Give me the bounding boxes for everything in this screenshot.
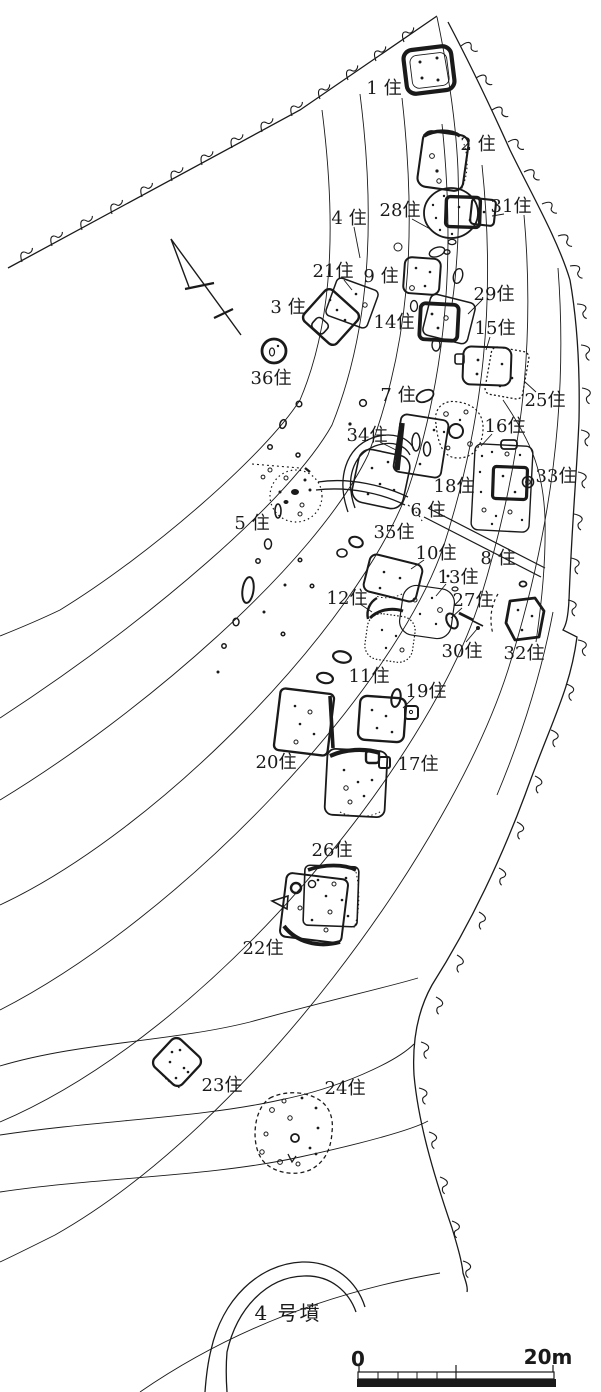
label-dwelling-21: 21住 <box>313 261 354 282</box>
dwelling-12 <box>364 596 416 663</box>
label-dwelling-16: 16住 <box>485 416 526 437</box>
scale-zero-label: 0 <box>351 1347 365 1371</box>
label-dwelling-11: 11住 <box>349 666 390 687</box>
dwelling-22 <box>269 872 349 947</box>
label-dwelling-18: 18住 <box>434 476 475 497</box>
dwelling-26 <box>302 863 360 929</box>
dwelling-27 <box>445 574 474 630</box>
dwelling-30 <box>472 620 484 630</box>
dwelling-19 <box>356 688 419 744</box>
label-leader-lines <box>343 213 537 709</box>
dwelling-20 <box>272 687 336 757</box>
label-tomb-mound-4: 4 号墳 <box>254 1301 321 1325</box>
label-dwelling-12: 12住 <box>327 588 368 609</box>
dwelling-33 <box>490 464 535 502</box>
dwelling-13 <box>398 584 456 640</box>
dwelling-7 <box>415 388 435 404</box>
label-dwelling-23: 23住 <box>202 1075 243 1096</box>
dwelling-21 <box>325 277 379 329</box>
dwelling-23 <box>151 1036 203 1089</box>
dwelling-3 <box>301 287 361 347</box>
dwelling-36 <box>260 337 288 365</box>
label-dwelling-28: 28住 <box>380 200 421 221</box>
dwelling-17 <box>323 747 391 819</box>
dwelling-9 <box>393 242 464 296</box>
label-dwelling-6: 6 住 <box>410 500 445 521</box>
dwelling-15 <box>454 345 513 387</box>
label-dwelling-7: 7 住 <box>380 385 415 406</box>
dwelling-34 <box>392 413 450 479</box>
dwelling-25 <box>484 346 530 400</box>
label-dwelling-2: 2 住 <box>460 134 495 155</box>
label-dwelling-8: 8 住 <box>480 548 515 569</box>
label-dwelling-33: 33住 <box>536 466 577 487</box>
label-dwelling-24: 24住 <box>325 1078 366 1099</box>
dwelling-2 <box>416 129 470 192</box>
label-dwelling-25: 25住 <box>525 390 566 411</box>
label-dwelling-22: 22住 <box>243 938 284 959</box>
dwelling-18 <box>470 439 534 533</box>
dwelling-32 <box>490 580 546 642</box>
label-dwelling-36: 36住 <box>251 368 292 389</box>
tomb-mound-4-arcs <box>204 1261 366 1392</box>
dwelling-24 <box>254 1092 334 1174</box>
label-dwelling-9: 9 住 <box>363 266 398 287</box>
right-slope-edge <box>412 21 580 1293</box>
contour-lines <box>0 16 562 1392</box>
dwelling-10 <box>362 553 424 603</box>
trench-5-to-6 <box>251 434 423 522</box>
label-dwelling-10: 10住 <box>416 543 457 564</box>
label-dwelling-17: 17住 <box>398 754 439 775</box>
dwelling-labels: 1 住 2 住 3 住 4 住 5 住 6 住 7 住 8 住 9 住 10住 … <box>202 78 577 1099</box>
dwelling-28 <box>423 187 479 239</box>
stone-scatter <box>216 398 368 674</box>
label-dwelling-3: 3 住 <box>270 297 305 318</box>
label-dwelling-14: 14住 <box>374 312 415 333</box>
label-dwelling-1: 1 住 <box>366 78 401 99</box>
dwelling-31 <box>443 194 497 255</box>
label-dwelling-32: 32住 <box>504 643 545 664</box>
label-dwelling-31: 31住 <box>491 196 532 217</box>
scale-bar <box>357 1365 556 1387</box>
label-dwelling-26: 26住 <box>312 840 353 861</box>
dwelling-6 <box>351 448 411 510</box>
dwelling-35 <box>336 535 364 558</box>
dwelling-5 <box>260 467 323 523</box>
north-arrow <box>170 238 242 336</box>
label-dwelling-13: 13住 <box>438 567 479 588</box>
dwelling-1 <box>401 44 457 96</box>
label-dwelling-30: 30住 <box>442 641 483 662</box>
label-dwelling-5: 5 住 <box>234 513 269 534</box>
label-dwelling-15: 15住 <box>475 318 516 339</box>
label-dwelling-35: 35住 <box>374 522 415 543</box>
label-dwelling-4: 4 住 <box>331 208 366 229</box>
dwelling-11 <box>316 650 352 685</box>
ditch-lines <box>423 507 546 578</box>
label-dwelling-29: 29住 <box>474 284 515 305</box>
top-boundary-line <box>7 15 438 269</box>
dwelling-16 <box>434 400 484 459</box>
scale-max-label: 20m <box>524 1345 573 1369</box>
label-dwelling-27: 27住 <box>453 590 494 611</box>
dwelling-29 <box>422 293 476 345</box>
label-dwelling-19: 19住 <box>406 681 447 702</box>
label-dwelling-34: 34住 <box>347 425 388 446</box>
label-dwelling-20: 20住 <box>256 752 297 773</box>
dwelling-14 <box>409 299 461 352</box>
